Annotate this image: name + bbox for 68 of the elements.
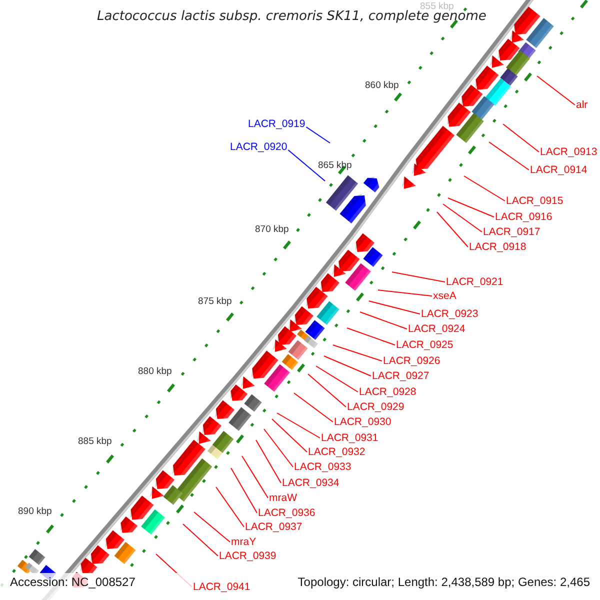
gene-label: LACR_0941 [193, 581, 250, 593]
leader-line [346, 328, 396, 346]
leader-line [360, 312, 408, 330]
gene-label: alr [576, 99, 588, 111]
gene-label: LACR_0934 [282, 477, 340, 489]
gene-label: LACR_0936 [258, 507, 316, 519]
leader-line [256, 440, 282, 484]
accession-text: Accession: NC_008527 [10, 575, 136, 589]
gene-label: LACR_0939 [219, 550, 276, 562]
gene-label: LACR_0923 [421, 308, 478, 320]
gene-label: LACR_0918 [469, 241, 526, 253]
gene-label: LACR_0932 [308, 446, 366, 458]
leader-line [536, 76, 576, 106]
leader-line [464, 176, 506, 202]
gene-label: mraY [231, 536, 256, 548]
scale-label: 865 kbp [318, 160, 352, 171]
gene-label: LACR_0920 [230, 141, 288, 153]
gene-label: LACR_0925 [396, 339, 454, 351]
leader-line [392, 272, 446, 282]
gene-label: LACR_0930 [334, 416, 392, 428]
leader-line [448, 198, 494, 218]
genome-info-text: Topology: circular; Length: 2,438,589 bp; Genes: 2,465 [298, 575, 590, 589]
gene-label: LACR_0929 [347, 401, 404, 413]
gene-label: LACR_0933 [294, 461, 352, 473]
leader-line [332, 344, 382, 362]
leader-line [436, 212, 468, 248]
gene-label: LACR_0927 [372, 370, 430, 382]
leader-line [194, 512, 230, 542]
leader-line [442, 204, 482, 232]
leader-line [288, 150, 326, 182]
leader-line [264, 428, 294, 468]
gene-label: LACR_0919 [248, 118, 306, 130]
gene-label: LACR_0916 [495, 211, 552, 223]
gene-label: LACR_0921 [446, 276, 504, 288]
gene-label: LACR_0914 [530, 164, 588, 176]
scale-label: 855 kbp [420, 1, 454, 12]
leader-line [316, 366, 358, 392]
scale-label: 875 kbp [198, 296, 232, 307]
leader-line [230, 468, 258, 514]
scale-label: 870 kbp [255, 224, 289, 235]
leader-line [378, 290, 432, 296]
scale-label: 885 kbp [78, 436, 112, 447]
scale-label: 880 kbp [138, 366, 172, 377]
scale-label: 860 kbp [365, 80, 399, 91]
gene-label: xseA [433, 290, 456, 302]
leader-line [294, 392, 334, 422]
leader-line [182, 524, 218, 556]
leader-line [216, 486, 244, 528]
gene-label: LACR_0937 [245, 521, 302, 533]
gene-label: LACR_0915 [506, 195, 564, 207]
scale-label: 890 kbp [18, 506, 52, 517]
leader-line [272, 418, 308, 452]
gene-label: LACR_0931 [321, 432, 378, 444]
gene-label: LACR_0917 [483, 226, 540, 238]
gene-label: LACR_0924 [408, 323, 466, 335]
gene-label: LACR_0926 [383, 355, 440, 367]
leader-line [242, 456, 268, 498]
gene-label: mraW [269, 492, 297, 504]
leader-line [306, 126, 330, 144]
leader-line [308, 374, 346, 408]
gene-label: LACR_0913 [540, 146, 598, 158]
leader-line [324, 356, 372, 376]
title: Lactococcus lactis subsp. cremoris SK11, complete genome [97, 9, 486, 24]
gene-label: LACR_0928 [359, 386, 416, 398]
leader-line [276, 412, 320, 438]
leader-line [488, 142, 530, 170]
leader-line [502, 124, 540, 152]
leader-line [368, 300, 420, 314]
